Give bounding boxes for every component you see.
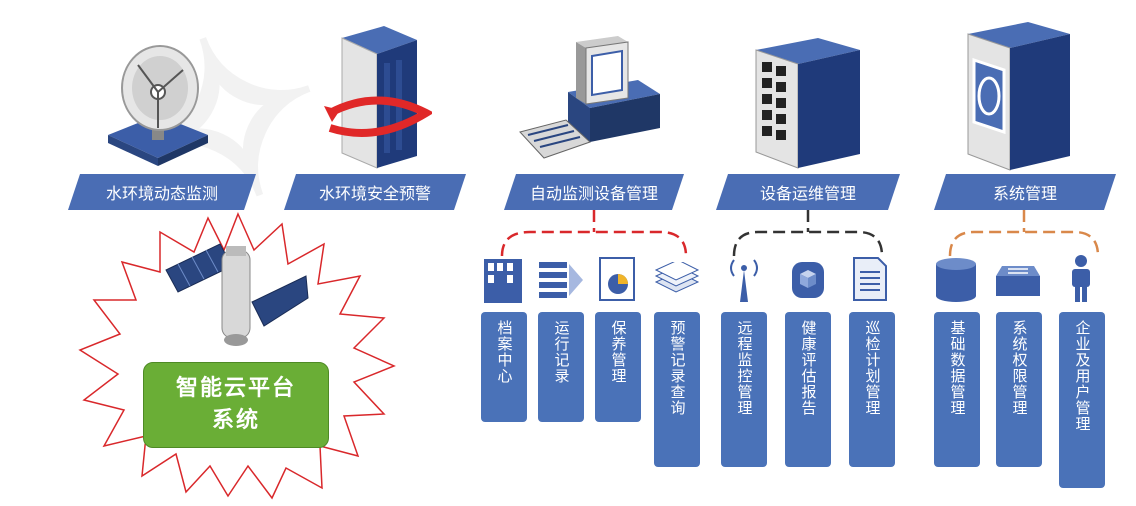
antenna-icon — [730, 259, 758, 302]
category-banner-water-warning: 水环境安全预警 — [284, 174, 466, 210]
module-system-permissions[interactable]: 系统权限管理 — [996, 312, 1042, 467]
module-run-records[interactable]: 运行记录 — [538, 312, 584, 422]
group-bracket-maintenance — [732, 210, 884, 257]
category-banner-system: 系统管理 — [934, 174, 1116, 210]
module-enterprise-users[interactable]: 企业及用户管理 — [1059, 312, 1105, 488]
satellite-icon — [165, 243, 309, 346]
module-remote-monitoring[interactable]: 远程监控管理 — [721, 312, 767, 467]
computer-icon — [519, 36, 660, 159]
core-platform-label: 智能云平台 系统 — [143, 362, 329, 448]
database-icon — [936, 258, 976, 302]
core-line-2: 系统 — [211, 408, 260, 433]
module-warning-query[interactable]: 预警记录查询 — [654, 312, 700, 467]
list-arrow-icon — [539, 262, 583, 298]
category-banner-water-monitoring: 水环境动态监测 — [68, 174, 256, 210]
core-line-1: 智能云平台 — [175, 376, 296, 401]
group-bracket-system — [948, 210, 1100, 257]
module-archive-center[interactable]: 档案中心 — [481, 312, 527, 422]
document-icon — [853, 257, 887, 301]
user-icon — [1072, 255, 1090, 302]
category-banner-device-management: 自动监测设备管理 — [504, 174, 684, 210]
module-inspection-plan[interactable]: 巡检计划管理 — [849, 312, 895, 467]
network-switch-icon — [996, 266, 1040, 296]
module-health-report[interactable]: 健康评估报告 — [785, 312, 831, 467]
mainframe-icon — [967, 22, 1070, 171]
cabinet-icon — [484, 259, 522, 303]
rack-server-icon — [755, 38, 860, 169]
satellite-dish-icon — [108, 45, 208, 166]
pie-document-icon — [599, 257, 635, 301]
category-banner-maintenance: 设备运维管理 — [716, 174, 900, 210]
server-shield-icon — [324, 26, 432, 169]
stacked-pages-icon — [654, 262, 700, 293]
module-basic-data[interactable]: 基础数据管理 — [934, 312, 980, 467]
cube-icon — [792, 262, 824, 298]
module-maintenance[interactable]: 保养管理 — [595, 312, 641, 422]
group-bracket-device — [500, 210, 688, 257]
